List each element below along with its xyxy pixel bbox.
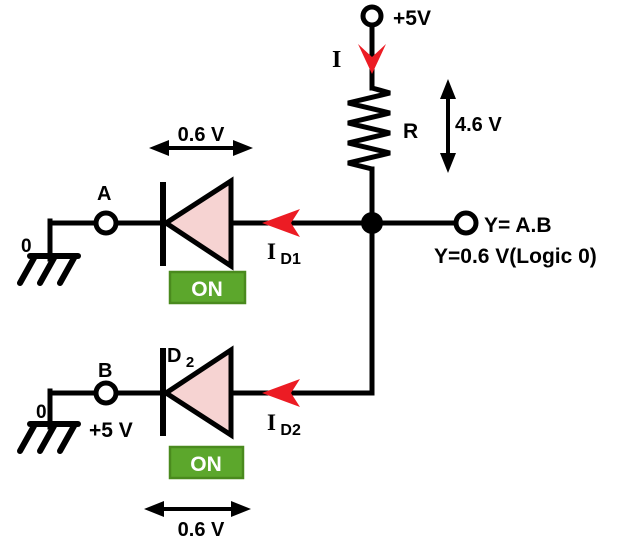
diode1 (160, 176, 234, 271)
diode2-state-badge: ON (168, 445, 245, 480)
ground-symbol-b (17, 421, 81, 454)
arrow-right-head-icon (233, 140, 253, 156)
diode1-state-label: ON (191, 278, 223, 301)
current-arrow-id2-icon (262, 379, 300, 407)
input-b-voltage-label: +5 V (89, 419, 133, 442)
diode1-state-badge: ON (168, 270, 247, 305)
diode2-state-label: ON (190, 453, 222, 476)
junction-node (361, 212, 383, 234)
arrow-up-head-icon (440, 79, 456, 99)
supply-terminal (360, 4, 384, 28)
supply-current-label: I (332, 47, 341, 73)
input-a-terminal (93, 210, 119, 236)
input-b-label: B (98, 360, 112, 382)
input-b-terminal (93, 380, 119, 406)
input-a-logic-label: 0 (21, 236, 32, 257)
measure-arrow-resistor-drop (440, 79, 456, 173)
output-voltage-label: Y=0.6 V(Logic 0) (434, 245, 597, 268)
measure-arrow-diode2-drop (144, 501, 251, 517)
diode1-triangle (161, 176, 234, 271)
output-equation-label: Y= A.B (484, 214, 552, 237)
measure-arrow-diode1-drop (149, 140, 253, 156)
supply-voltage-label: +5V (393, 7, 431, 30)
resistor-label: R (403, 120, 418, 143)
input-b-logic-label: 0 (36, 402, 47, 423)
diode1-state-box (168, 270, 247, 305)
diode2-name-label: D 2 (167, 345, 194, 371)
diode2-triangle (161, 345, 234, 440)
arrow-left-head-icon (149, 140, 169, 156)
diode2-drop-label: 0.6 V (178, 519, 225, 541)
diode2 (160, 345, 234, 440)
arrow-left-head-icon (144, 501, 164, 517)
input-a-label: A (97, 183, 111, 205)
current-arrow-id1-icon (262, 209, 300, 237)
diode1-current-label: I D1 (267, 239, 301, 268)
output-terminal (453, 210, 479, 236)
diode2-current-label: I D2 (267, 410, 301, 439)
current-arrow-down-icon (358, 44, 386, 74)
resistor-zigzag (347, 85, 391, 172)
diode2-state-box (168, 445, 245, 480)
arrow-right-head-icon (231, 501, 251, 517)
diode1-drop-label: 0.6 V (178, 124, 225, 146)
arrow-down-head-icon (440, 153, 456, 173)
ground-symbol-a (17, 253, 81, 286)
resistor-drop-label: 4.6 V (455, 114, 502, 136)
